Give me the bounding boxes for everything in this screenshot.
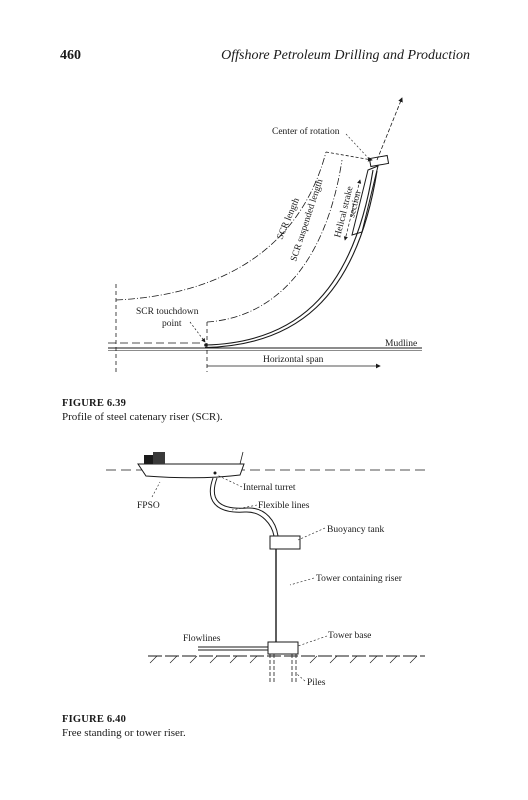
label-buoyancy-tank: Buoyancy tank <box>327 525 385 535</box>
figure-6-39-diagram: Center of rotation SCR length SCR suspen… <box>108 97 422 373</box>
figure-6-40-label: FIGURE 6.40 <box>62 714 127 725</box>
label-touchdown-line2: point <box>162 319 182 329</box>
scr-length-curve <box>115 151 327 301</box>
touchdown-leader <box>189 321 206 343</box>
label-piles: Piles <box>307 678 326 688</box>
fpso-superstructure-back <box>144 455 156 464</box>
label-center-of-rotation: Center of rotation <box>272 126 340 137</box>
label-horizontal-span: Horizontal span <box>263 355 324 365</box>
hang-off-porch <box>368 154 390 168</box>
fpso-hull <box>137 463 245 479</box>
fpso-bow-mast <box>239 451 244 465</box>
seabed-hatching <box>149 655 418 664</box>
scr-suspended-length-curve <box>206 159 343 323</box>
helical-strake-dimension <box>343 179 362 241</box>
flexible-line-outer <box>209 477 275 537</box>
label-internal-turret: Internal turret <box>243 483 296 493</box>
page-header: 460 Offshore Petroleum Drilling and Prod… <box>60 48 470 68</box>
vessel-offset-arrow <box>376 97 403 161</box>
piles-leader <box>296 673 306 682</box>
running-title: Offshore Petroleum Drilling and Producti… <box>221 48 470 63</box>
label-tower-base: Tower base <box>328 631 371 641</box>
fpso-leader <box>151 481 161 498</box>
flexible-line-inner <box>213 477 279 537</box>
tower-base <box>267 641 299 655</box>
label-flowlines: Flowlines <box>183 634 221 644</box>
buoyancy-tank <box>269 535 301 550</box>
tower-base-leader <box>297 635 328 647</box>
scr-riser-inner <box>204 170 378 349</box>
length-dimension-top <box>325 151 373 162</box>
internal-turret-leader <box>216 474 243 488</box>
scr-riser-outer <box>204 169 374 346</box>
label-flexible-lines: Flexible lines <box>258 501 310 511</box>
label-fpso: FPSO <box>137 501 160 511</box>
figure-6-39-caption: Profile of steel catenary riser (SCR). <box>62 411 223 423</box>
buoyancy-tank-leader <box>297 527 326 541</box>
label-tower-containing-riser: Tower containing riser <box>316 574 403 584</box>
piles <box>269 654 297 683</box>
label-scr-suspended-length: SCR suspended length <box>289 178 325 263</box>
touchdown-point-marker <box>204 343 208 347</box>
label-touchdown-line1: SCR touchdown <box>136 307 199 317</box>
figure-6-39-label: FIGURE 6.39 <box>62 398 127 409</box>
label-mudline: Mudline <box>385 339 417 349</box>
center-rotation-leader <box>345 133 371 161</box>
flexible-lines-leader <box>231 504 258 511</box>
page-number: 460 <box>60 48 81 63</box>
fpso-superstructure-front <box>153 452 165 464</box>
figure-6-40-caption: Free standing or tower riser. <box>62 727 186 739</box>
tower-riser-leader <box>289 577 315 586</box>
turret-marker <box>213 471 217 475</box>
